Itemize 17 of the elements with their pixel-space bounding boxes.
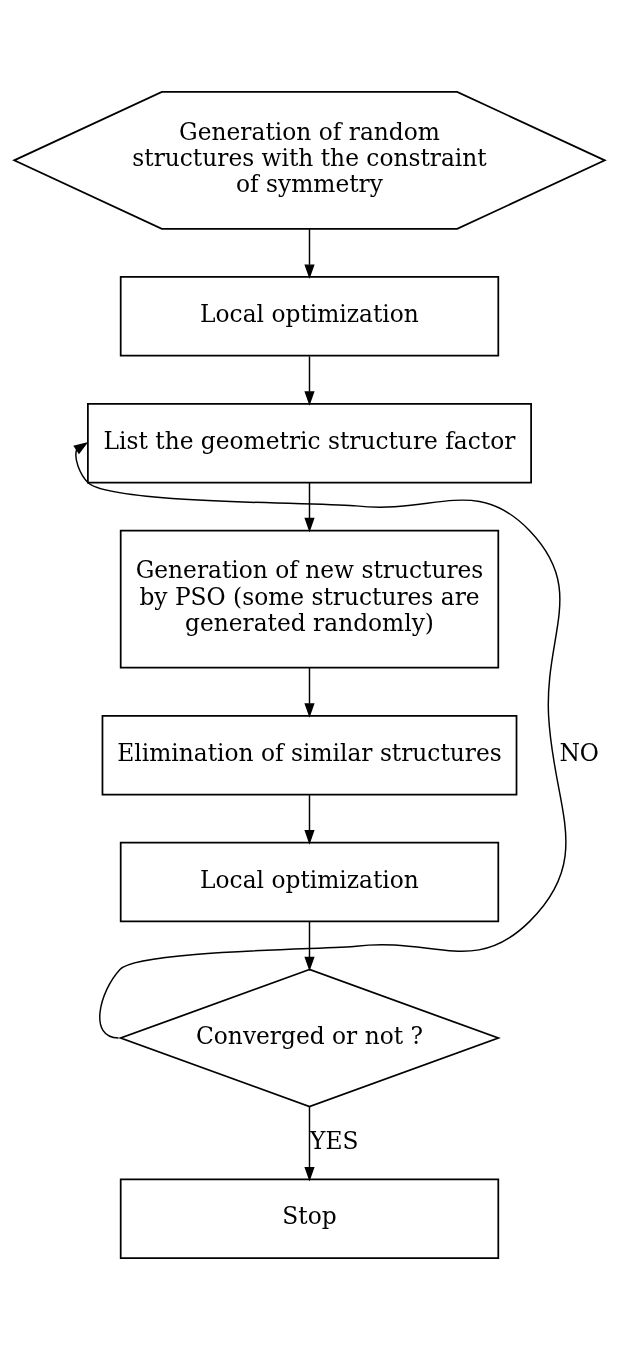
node-box: Local optimization (119, 275, 500, 357)
arrow (304, 481, 315, 532)
arrow (304, 920, 315, 971)
node-box: Stop (119, 1178, 500, 1259)
arrow (304, 355, 315, 406)
node-box: List the geometric structure factor (87, 402, 532, 483)
arrow (304, 666, 315, 718)
edge-label: YES (310, 1126, 359, 1154)
arrow (304, 1105, 315, 1182)
node-box: Elimination of similar structures (101, 714, 518, 795)
arrow (304, 227, 315, 279)
edge-label: NO (559, 738, 599, 766)
arrow (73, 441, 567, 1039)
node-diamond: Converged or not ? (118, 968, 501, 1107)
node-box: Local optimization (119, 841, 500, 922)
node-box: Generation of new structures by PSO (some structures are generated randomly) (119, 529, 500, 669)
arrow (304, 793, 315, 845)
